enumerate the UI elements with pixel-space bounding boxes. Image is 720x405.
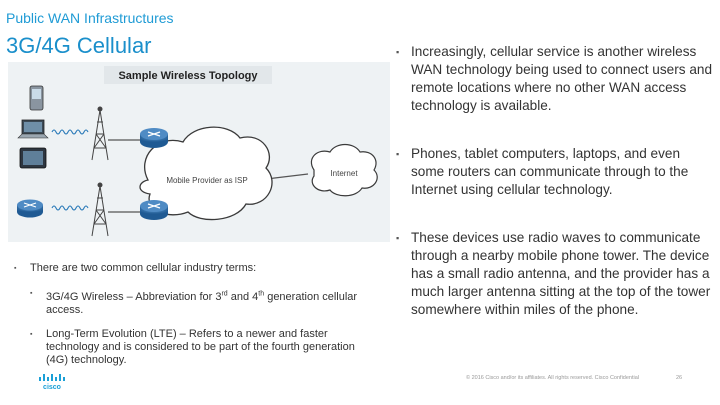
cell-tower-icon xyxy=(91,106,109,161)
tablet-icon xyxy=(19,147,47,169)
bullet-text: These devices use radio waves to communi… xyxy=(411,230,711,317)
bullet-marker: ▪ xyxy=(14,265,17,272)
router-icon xyxy=(17,199,43,218)
router-icon xyxy=(140,128,168,148)
bullet-text: There are two common cellular industry t… xyxy=(30,262,257,274)
bullet-item: ▪ These devices use radio waves to commu… xyxy=(395,229,713,319)
bullet-item: ▪ Phones, tablet computers, laptops, and… xyxy=(395,145,713,199)
laptop-icon xyxy=(17,119,49,139)
bullet-text: Increasingly, cellular service is anothe… xyxy=(411,44,713,113)
cisco-logo: cisco xyxy=(39,374,65,390)
bullet-marker: ▪ xyxy=(396,47,400,57)
bullet-item: ▪ There are two common cellular industry… xyxy=(14,262,369,275)
bullet-item: ▪ Increasingly, cellular service is anot… xyxy=(395,43,713,115)
internet-cloud: Internet xyxy=(310,143,378,197)
internet-label: Internet xyxy=(330,169,358,178)
bullet-text: Phones, tablet computers, laptops, and e… xyxy=(411,146,689,197)
slide-title: 3G/4G Cellular xyxy=(6,33,152,58)
bullet-text: Long-Term Evolution (LTE) – Refers to a … xyxy=(46,327,355,366)
cell-tower-icon xyxy=(91,182,109,237)
sub-bullet-item: ▪ 3G/4G Wireless – Abbreviation for 3rd … xyxy=(28,287,369,317)
bullet-marker: ▪ xyxy=(30,330,33,338)
page-number: 26 xyxy=(676,375,683,381)
sub-bullet-item: ▪ Long-Term Evolution (LTE) – Refers to … xyxy=(28,328,369,367)
radio-wave-icon xyxy=(51,129,89,211)
svg-text:cisco: cisco xyxy=(43,384,61,390)
left-bullet-list: ▪ There are two common cellular industry… xyxy=(14,262,369,367)
diagram-title: Sample Wireless Topology xyxy=(118,70,258,82)
slide-supertitle: Public WAN Infrastructures xyxy=(6,10,174,26)
bullet-text: 3G/4G Wireless – Abbreviation for 3rd an… xyxy=(46,290,358,316)
wireless-topology-diagram: Sample Wireless Topology Mobile Provider… xyxy=(8,62,390,242)
copyright-footer: © 2016 Cisco and/or its affiliates. All … xyxy=(466,375,640,381)
bullet-marker: ▪ xyxy=(396,149,400,159)
bullet-marker: ▪ xyxy=(30,290,33,297)
bullet-marker: ▪ xyxy=(396,233,400,243)
provider-label: Mobile Provider as ISP xyxy=(166,176,247,185)
phone-icon xyxy=(29,85,44,111)
router-icon xyxy=(140,200,168,220)
